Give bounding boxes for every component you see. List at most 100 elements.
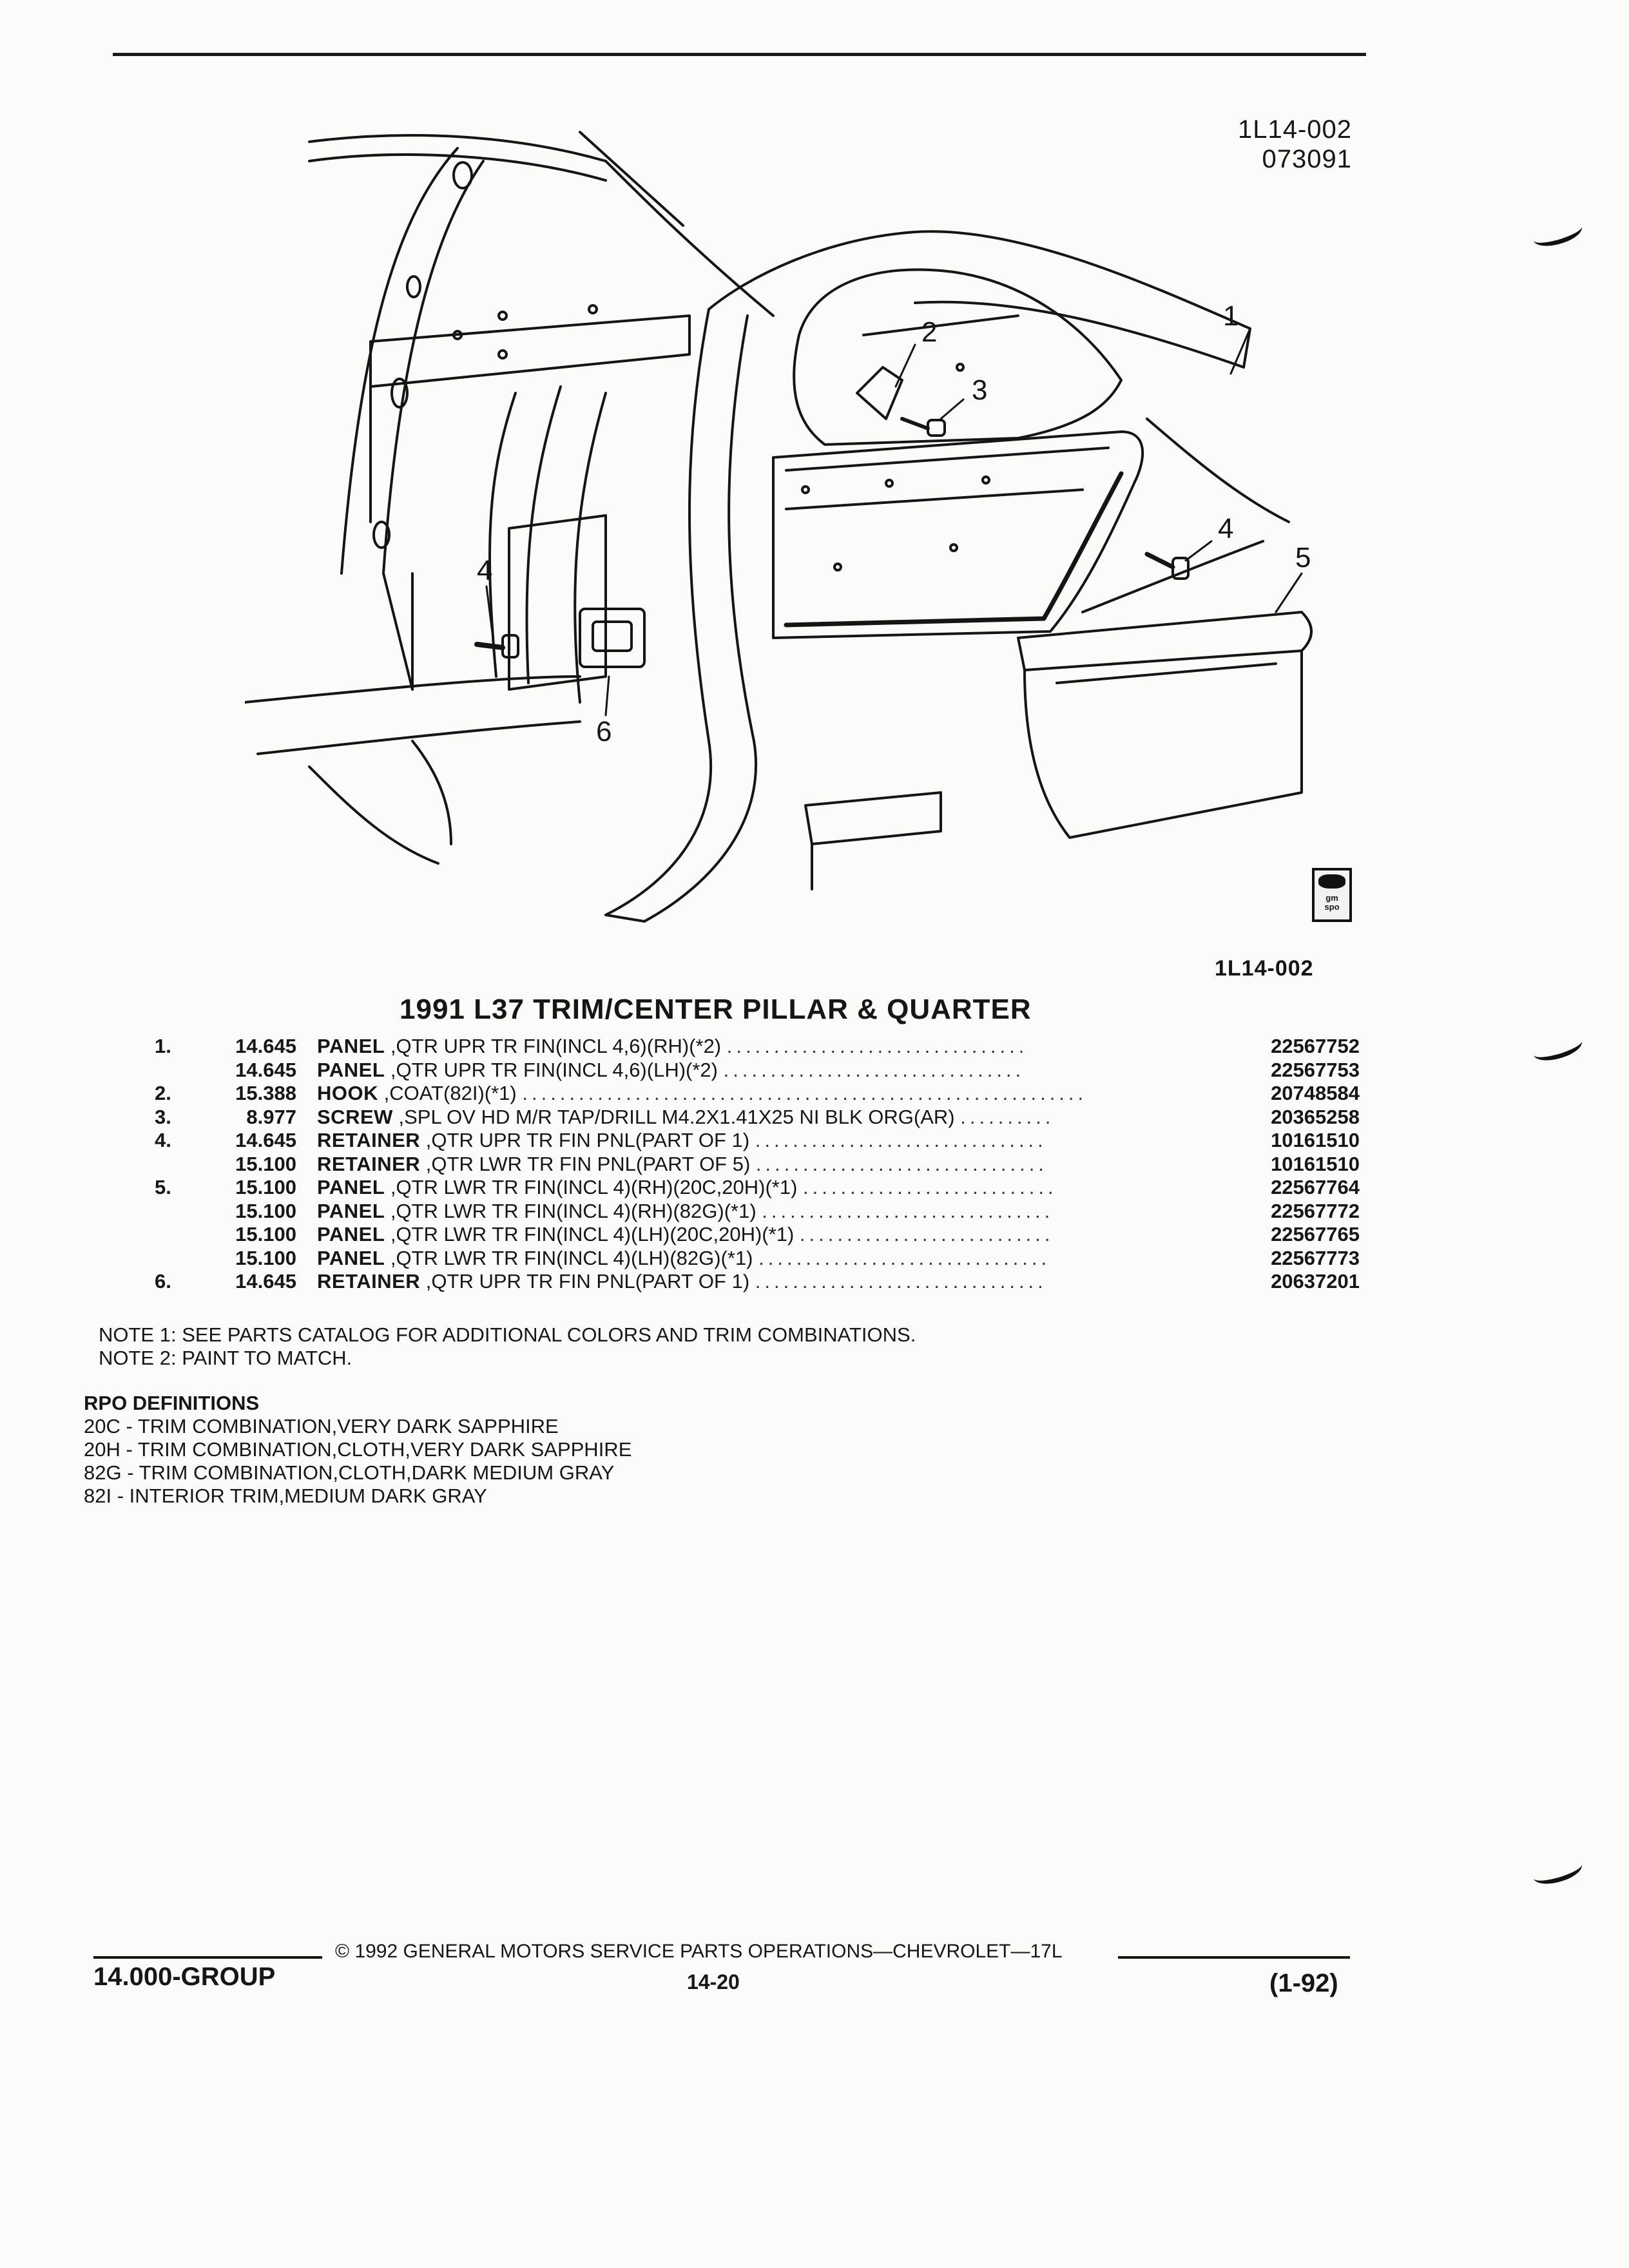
- part-qty: 15.388: [235, 1082, 296, 1104]
- part-name: PANEL: [317, 1176, 385, 1198]
- part-leader: ...............................: [755, 1270, 1047, 1293]
- part-index: 2.: [155, 1082, 171, 1104]
- part-spec: ,QTR UPR TR FIN(INCL 4,6)(LH)(*2): [390, 1058, 718, 1081]
- part-row: 2. 15.388 HOOK ,COAT(82I)(*1) ............…: [155, 1082, 1366, 1106]
- part-description: PANEL ,QTR LWR TR FIN(INCL 4)(LH)(82G)(*…: [317, 1247, 1232, 1271]
- part-leader: ...........................: [803, 1176, 1057, 1198]
- rpo-definitions: RPO DEFINITIONS 20C - TRIM COMBINATION,V…: [84, 1392, 631, 1508]
- part-leader: ...............................: [755, 1152, 1048, 1175]
- part-number: 10161510: [1271, 1152, 1360, 1175]
- part-qty: 15.100: [235, 1152, 296, 1175]
- rpo-item: 20C - TRIM COMBINATION,VERY DARK SAPPHIR…: [84, 1415, 559, 1437]
- part-description: RETAINER ,QTR UPR TR FIN PNL(PART OF 1) …: [317, 1270, 1232, 1294]
- figure-header: 1L14-002 073091: [1238, 115, 1352, 174]
- callout-3: 3: [972, 374, 987, 406]
- part-leader: ...........................: [799, 1223, 1054, 1245]
- part-qty: 14.645: [235, 1129, 296, 1151]
- part-number: 22567773: [1271, 1246, 1360, 1269]
- part-row: 15.100 PANEL ,QTR LWR TR FIN(INCL 4)(LH)(…: [155, 1223, 1366, 1247]
- footer-page-number: 14-20: [687, 1970, 740, 1994]
- part-spec: ,SPL OV HD M/R TAP/DRILL M4.2X1.41X25 NI…: [398, 1105, 955, 1128]
- callout-6: 6: [596, 716, 612, 747]
- part-row: 15.100 PANEL ,QTR LWR TR FIN(INCL 4)(LH)(…: [155, 1247, 1366, 1271]
- part-spec: ,QTR LWR TR FIN(INCL 4)(LH)(20C,20H)(*1): [390, 1223, 795, 1245]
- part-index: 5.: [155, 1176, 171, 1198]
- footer-rule-right: [1118, 1956, 1350, 1959]
- footer-date: (1-92): [1269, 1969, 1338, 1997]
- part-number: 22567772: [1271, 1199, 1360, 1222]
- exploded-view-illustration: 1 2 3 4 4 5 6: [244, 122, 1373, 934]
- part-description: PANEL ,QTR LWR TR FIN(INCL 4)(LH)(20C,20…: [317, 1223, 1232, 1247]
- part-name: HOOK: [317, 1082, 378, 1104]
- part-spec: ,QTR UPR TR FIN(INCL 4,6)(RH)(*2): [390, 1035, 722, 1057]
- part-leader: ................................: [726, 1035, 1028, 1057]
- binder-tick-mark: [1530, 1853, 1585, 1890]
- part-number: 22567765: [1271, 1223, 1360, 1245]
- part-number: 10161510: [1271, 1129, 1360, 1151]
- part-number: 22567764: [1271, 1176, 1360, 1198]
- part-qty: 14.645: [235, 1035, 296, 1057]
- section-title: 1991 L37 TRIM/CENTER PILLAR & QUARTER: [400, 994, 1032, 1025]
- part-number: 20365258: [1271, 1105, 1360, 1128]
- part-index: 3.: [155, 1105, 171, 1128]
- part-number: 22567752: [1271, 1035, 1360, 1057]
- rpo-heading: RPO DEFINITIONS: [84, 1392, 260, 1414]
- footer-copyright: © 1992 GENERAL MOTORS SERVICE PARTS OPER…: [335, 1941, 1063, 1962]
- part-name: PANEL: [317, 1199, 385, 1222]
- part-name: RETAINER: [317, 1152, 421, 1175]
- part-qty: 8.977: [246, 1105, 296, 1128]
- part-name: PANEL: [317, 1223, 385, 1245]
- rpo-item: 20H - TRIM COMBINATION,CLOTH,VERY DARK S…: [84, 1438, 632, 1461]
- part-spec: ,QTR UPR TR FIN PNL(PART OF 1): [425, 1270, 750, 1293]
- part-leader: ................................: [723, 1058, 1025, 1081]
- gm-spo-badge-icon: gm spo: [1312, 868, 1352, 922]
- part-qty: 15.100: [235, 1246, 296, 1269]
- part-description: RETAINER ,QTR LWR TR FIN PNL(PART OF 5) …: [317, 1153, 1232, 1177]
- part-leader: ...............................: [762, 1199, 1054, 1222]
- part-row: 5. 15.100 PANEL ,QTR LWR TR FIN(INCL 4)(RH…: [155, 1176, 1366, 1200]
- part-name: PANEL: [317, 1058, 385, 1081]
- part-leader: ..........: [960, 1105, 1055, 1128]
- callout-1: 1: [1223, 300, 1239, 332]
- part-qty: 15.100: [235, 1176, 296, 1198]
- part-row: 3. 8.977 SCREW ,SPL OV HD M/R TAP/DRILL M4…: [155, 1106, 1366, 1129]
- binder-tick-mark: [1530, 215, 1585, 252]
- part-name: PANEL: [317, 1035, 385, 1057]
- part-index: 6.: [155, 1270, 171, 1293]
- figure-date: 073091: [1262, 145, 1352, 173]
- part-qty: 15.100: [235, 1199, 296, 1222]
- part-description: RETAINER ,QTR UPR TR FIN PNL(PART OF 1) …: [317, 1129, 1232, 1153]
- figure-code: 1L14-002: [1237, 115, 1352, 144]
- part-spec: ,QTR LWR TR FIN PNL(PART OF 5): [425, 1152, 751, 1175]
- part-spec: ,QTR LWR TR FIN(INCL 4)(RH)(20C,20H)(*1): [390, 1176, 798, 1198]
- part-spec: ,QTR LWR TR FIN(INCL 4)(LH)(82G)(*1): [390, 1246, 753, 1269]
- notes: NOTE 1: SEE PARTS CATALOG FOR ADDITIONAL…: [99, 1323, 916, 1370]
- illustration-svg: 1 2 3 4 4 5 6: [244, 131, 1313, 923]
- part-leader: ...............................: [758, 1246, 1051, 1269]
- part-spec: ,QTR UPR TR FIN PNL(PART OF 1): [425, 1129, 750, 1151]
- part-qty: 15.100: [235, 1223, 296, 1245]
- rpo-item: 82G - TRIM COMBINATION,CLOTH,DARK MEDIUM…: [84, 1461, 615, 1484]
- part-number: 20748584: [1271, 1082, 1360, 1104]
- part-spec: ,COAT(82I)(*1): [383, 1082, 517, 1104]
- part-qty: 14.645: [235, 1058, 296, 1081]
- part-row: 1. 14.645 PANEL ,QTR UPR TR FIN(INCL 4,6)(…: [155, 1035, 1366, 1059]
- part-row: 14.645 PANEL ,QTR UPR TR FIN(INCL 4,6)(LH…: [155, 1059, 1366, 1082]
- part-index: 4.: [155, 1129, 171, 1151]
- callout-4-left: 4: [477, 555, 492, 586]
- callout-2: 2: [921, 316, 937, 348]
- part-row: 4. 14.645 RETAINER ,QTR UPR TR FIN PNL(PAR…: [155, 1129, 1366, 1153]
- note-2: NOTE 2: PAINT TO MATCH.: [99, 1347, 352, 1369]
- part-index: 1.: [155, 1035, 171, 1057]
- badge-emblem-icon: [1318, 874, 1345, 889]
- part-name: RETAINER: [317, 1129, 421, 1151]
- part-name: SCREW: [317, 1105, 393, 1128]
- part-description: PANEL ,QTR UPR TR FIN(INCL 4,6)(LH)(*2) …: [317, 1059, 1232, 1082]
- part-description: PANEL ,QTR LWR TR FIN(INCL 4)(RH)(20C,20…: [317, 1176, 1232, 1200]
- callout-5: 5: [1295, 542, 1311, 573]
- part-description: PANEL ,QTR UPR TR FIN(INCL 4,6)(RH)(*2) …: [317, 1035, 1232, 1059]
- part-description: SCREW ,SPL OV HD M/R TAP/DRILL M4.2X1.41…: [317, 1106, 1232, 1129]
- part-leader: ........................................…: [522, 1082, 1088, 1104]
